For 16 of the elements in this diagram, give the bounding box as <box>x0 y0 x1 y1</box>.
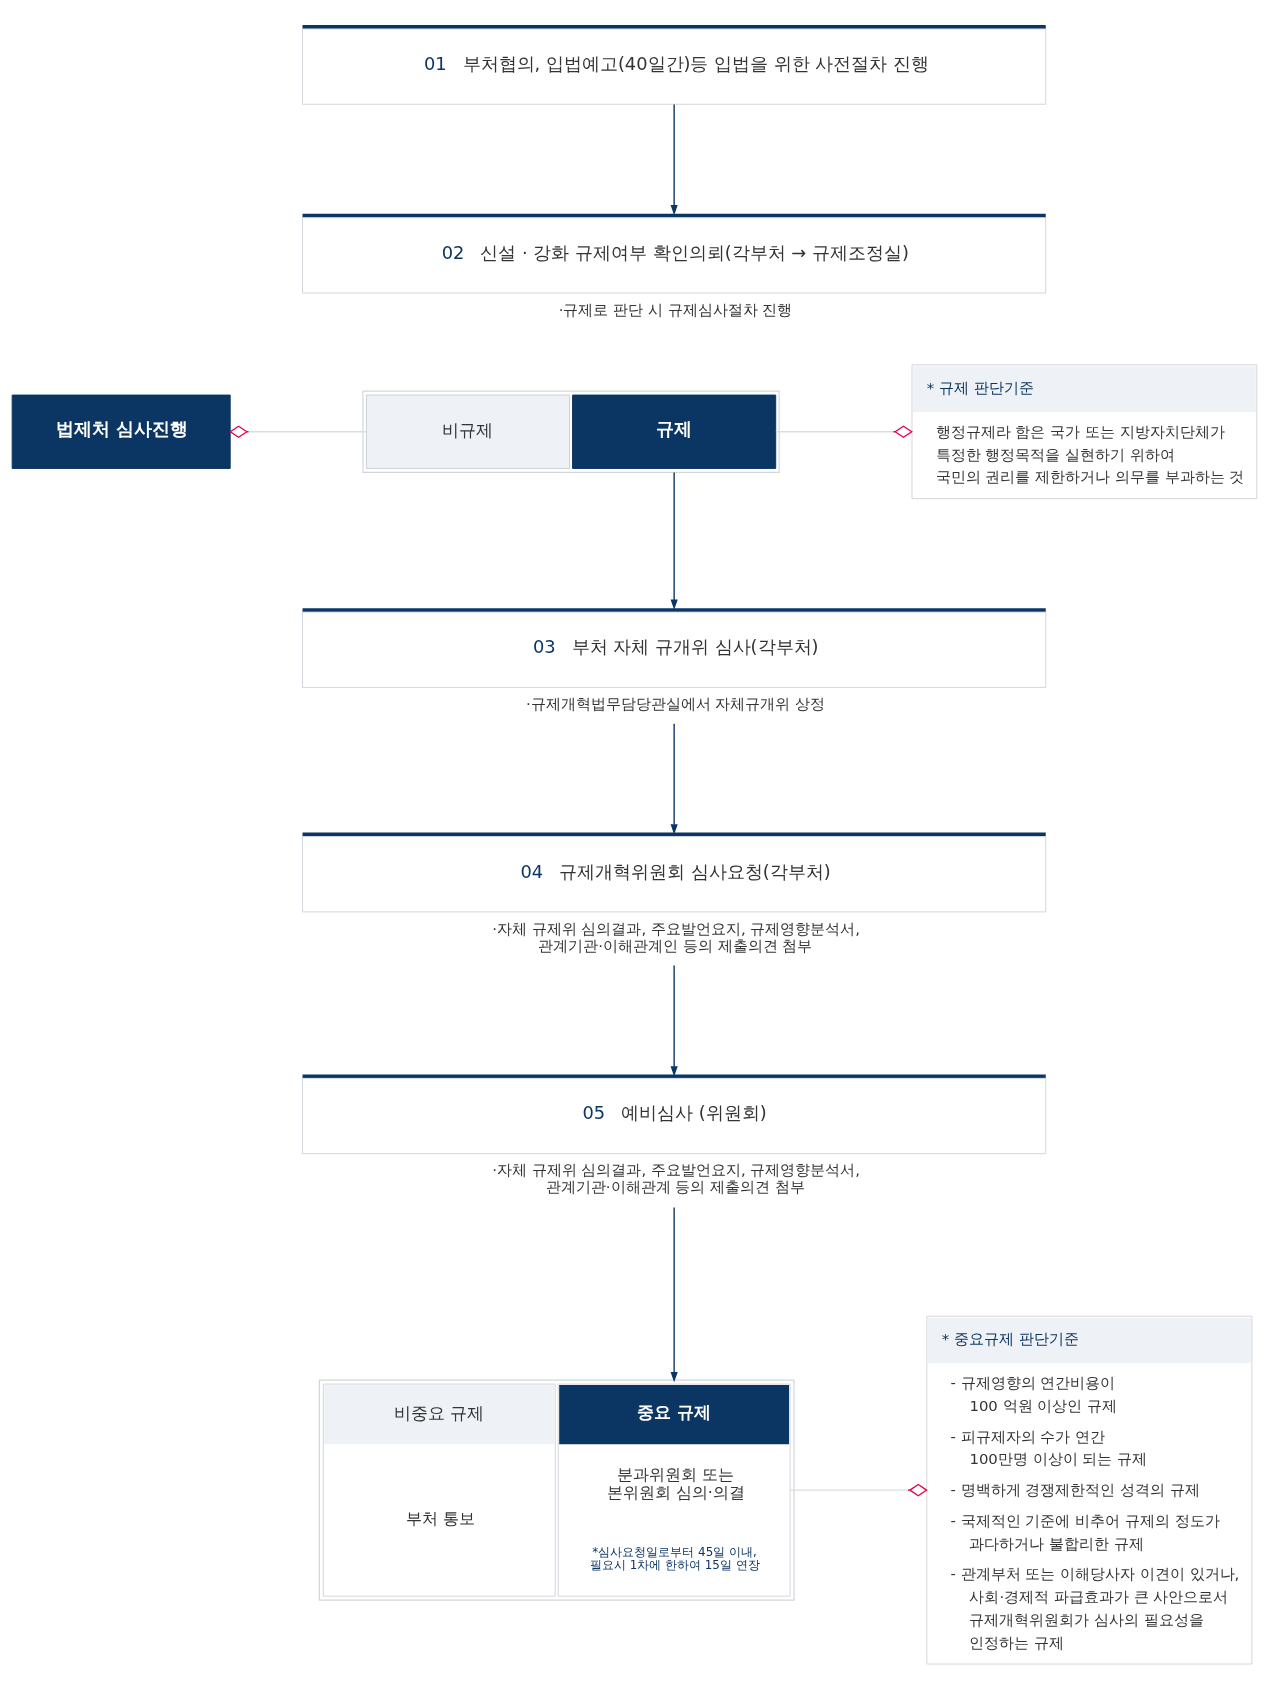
cluster <box>318 1379 795 1601</box>
arrow <box>670 1206 678 1383</box>
connector <box>775 425 913 439</box>
arrow <box>670 723 678 835</box>
node-box: 법제처 심사진행 <box>11 394 231 469</box>
arrow <box>670 964 678 1077</box>
node-label: ·규제로 판단 시 규제심사절차 진행 <box>558 300 793 319</box>
arrow <box>670 471 678 610</box>
node-label: ·규제개혁법무담당관실에서 자체규개위 상정 <box>525 695 826 714</box>
node-label: ·자체 규제위 심의결과, 주요발언요지, 규제영향분석서, 관계기관·이해관계인 등의 제출의견 첨부 <box>492 919 861 955</box>
node-label: ·자체 규제위 심의결과, 주요발언요지, 규제영향분석서, 관계기관·이해관계 등의 제출의견 첨부 <box>492 1161 861 1197</box>
arrow <box>670 103 678 216</box>
node-box: 규제 <box>572 394 777 469</box>
connector <box>229 425 367 439</box>
node-box: 비규제 <box>365 394 571 469</box>
connector <box>789 1483 928 1497</box>
